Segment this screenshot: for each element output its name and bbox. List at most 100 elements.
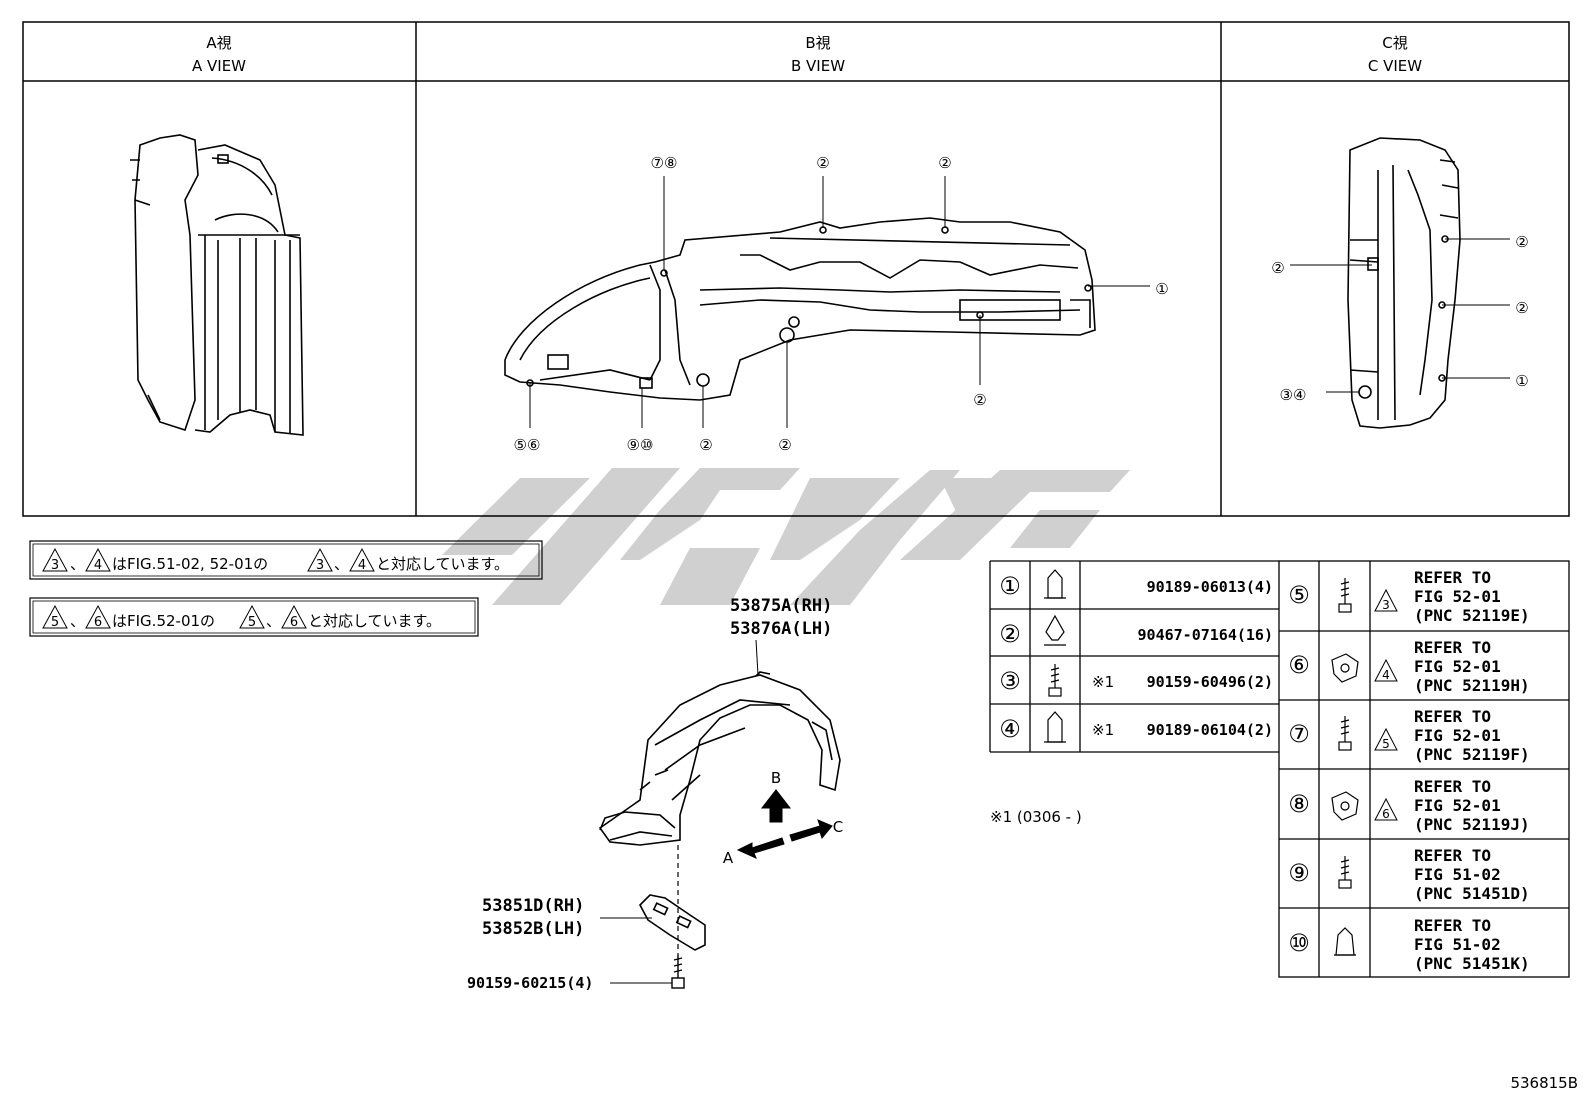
part-liner-rh: 53875A(RH) [730,596,832,616]
arrow-label-c: C [833,818,843,836]
bolt-drawing [671,955,685,989]
view-c-heading-jp: C視 [1382,34,1407,52]
row-7-tri: 5 [1382,737,1390,751]
view-b-heading-jp: B視 [805,34,830,52]
row-10-l3: (PNC 51451K) [1414,954,1530,973]
note-2-sep-1: 、 [70,612,85,630]
callout-b-2-top-left: ② [816,154,829,172]
parts-table-right-grid [1278,560,1570,978]
nut-clip-icon [1331,653,1359,683]
row-8-l2: FIG 52-01 [1414,796,1501,815]
clip-icon [1044,711,1066,743]
view-frame [22,21,1570,517]
parts-table-left-row-4: ④ ※1 90189-06104(2) [999,711,1273,743]
parts-table-left-grid [989,560,1279,753]
push-clip-icon [1044,614,1066,646]
note-1-tri-d: 4 [358,558,366,573]
nut-icon [1334,927,1356,956]
arrow-label-b: B [771,769,781,787]
parts-table-left-row-1: ① 90189-06013(4) [999,569,1273,600]
view-b-leaders [529,176,1150,428]
row-10-l2: FIG 51-02 [1414,935,1501,954]
fender-liner-drawing [598,671,841,846]
callout-c-2-left: ② [1271,259,1284,277]
screw-icon [1338,578,1352,613]
callout-c-2-right-top: ② [1515,233,1528,251]
row-6-num: ⑥ [1288,651,1310,679]
note-2-tail: と対応しています。 [308,612,441,630]
note-2-tri-c: 5 [248,615,256,630]
row-9-l1: REFER TO [1414,846,1491,865]
callout-b-7-8: ⑦⑧ [651,154,678,172]
clip-icon [1044,569,1066,599]
callout-b-5-6: ⑤⑥ [514,436,541,454]
splash-cover-drawing [639,894,706,951]
callout-b-2-bottom-left: ② [699,436,712,454]
parts-table-right-row-9: ⑨ REFER TO FIG 51-02 (PNC 51451D) [1288,846,1529,903]
row-10-num: ⑩ [1288,929,1310,957]
row-5-l2: FIG 52-01 [1414,587,1501,606]
arrow-label-a: A [723,849,734,867]
view-b-heading-en: B VIEW [791,57,845,75]
view-b-liner-drawing [504,217,1096,401]
note-1-text: はFIG.51-02, 52-01の [112,555,268,573]
view-c-heading-en: C VIEW [1368,57,1422,75]
row-4-part: 90189-06104(2) [1147,721,1273,739]
callout-c-3-4: ③④ [1280,386,1307,404]
part-liner-lh: 53876A(LH) [730,619,832,639]
parts-table-right-row-10: ⑩ REFER TO FIG 51-02 (PNC 51451K) [1288,916,1529,973]
row-1-num: ① [999,572,1021,600]
callout-c-1: ① [1515,372,1528,390]
row-3-part: 90159-60496(2) [1147,673,1273,691]
screw-icon [1048,664,1062,697]
part-cover-rh: 53851D(RH) [482,896,584,916]
screw-icon [1338,716,1352,751]
view-c-liner-drawing [1347,137,1461,429]
view-c-leaders [1290,238,1510,393]
row-6-l1: REFER TO [1414,638,1491,657]
row-8-num: ⑧ [1288,790,1310,818]
liner-leader [755,639,759,676]
row-9-l2: FIG 51-02 [1414,865,1501,884]
row-7-l2: FIG 52-01 [1414,726,1501,745]
parts-table-left-row-2: ② 90467-07164(16) [999,614,1273,648]
note-1: 3 、 4 はFIG.51-02, 52-01の 3 、 4 と対応しています。 [29,540,543,580]
callout-c-2-right-mid: ② [1515,299,1528,317]
callout-b-9-10: ⑨⑩ [627,436,654,454]
row-10-l1: REFER TO [1414,916,1491,935]
parts-table-right-row-8: ⑧ 6 REFER TO FIG 52-01 (PNC 52119J) [1288,777,1529,834]
part-cover-lh: 53852B(LH) [482,919,584,939]
note-1-tail: と対応しています。 [376,555,509,573]
drawing-id: 536815B [1510,1074,1578,1092]
part-bolt: 90159-60215(4) [467,974,593,992]
parts-table-right-row-7: ⑦ 5 REFER TO FIG 52-01 (PNC 52119F) [1288,707,1529,764]
direction-arrows [736,789,833,859]
callout-b-2-bottom-right: ② [778,436,791,454]
row-8-l1: REFER TO [1414,777,1491,796]
view-a-heading-en: A VIEW [192,57,246,75]
row-2-part: 90467-07164(16) [1138,626,1273,644]
row-7-l3: (PNC 52119F) [1414,745,1530,764]
parts-table-right-row-5: ⑤ 3 REFER TO FIG 52-01 (PNC 52119E) [1288,568,1529,625]
row-3-num: ③ [999,667,1021,695]
row-7-l1: REFER TO [1414,707,1491,726]
note-2-sep-2: 、 [266,612,281,630]
note-1-tri-b: 4 [94,558,102,573]
row-4-prefix: ※1 [1092,721,1114,739]
watermark-logo [442,468,1130,605]
row-6-l2: FIG 52-01 [1414,657,1501,676]
callout-b-1: ① [1155,280,1168,298]
callout-b-2-right: ② [973,391,986,409]
row-9-l3: (PNC 51451D) [1414,884,1530,903]
row-9-num: ⑨ [1288,859,1310,887]
row-1-part: 90189-06013(4) [1147,578,1273,596]
row-6-tri: 4 [1382,668,1390,682]
note-2-tri-a: 5 [51,615,59,630]
parts-table-right-row-6: ⑥ 4 REFER TO FIG 52-01 (PNC 52119H) [1288,638,1529,695]
row-4-num: ④ [999,715,1021,743]
row-5-num: ⑤ [1288,581,1310,609]
nut-clip-icon [1331,791,1359,821]
bolt-icon [1338,856,1352,889]
row-5-l1: REFER TO [1414,568,1491,587]
